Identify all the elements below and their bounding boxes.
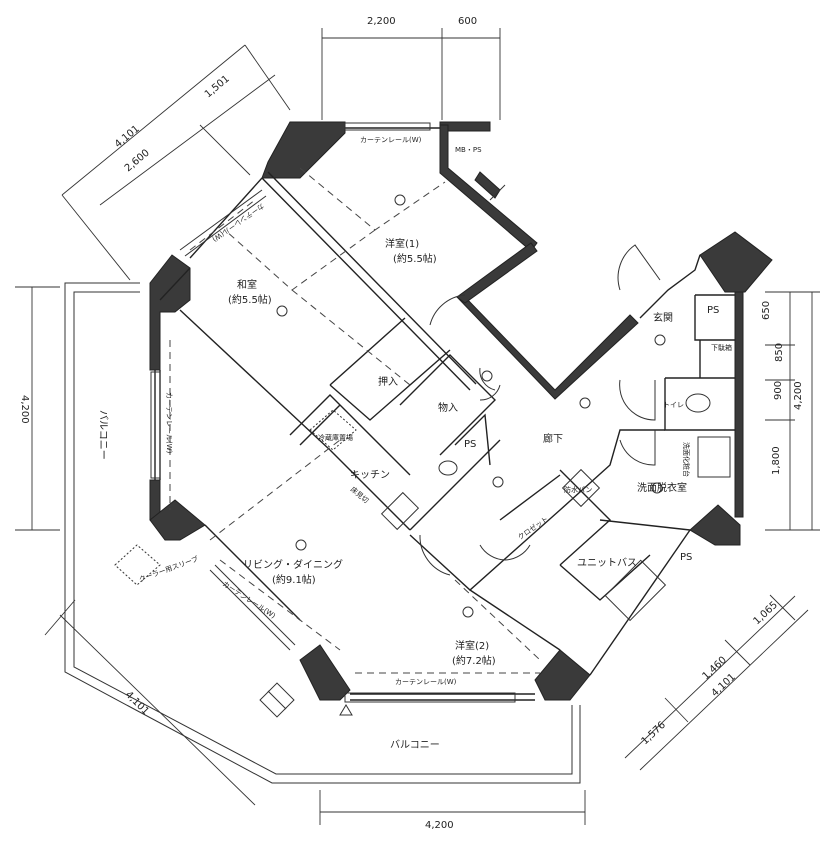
room-entrance: 玄関 — [653, 311, 673, 324]
light-icon — [481, 370, 493, 382]
room-western1-size: (約5.5帖) — [393, 252, 437, 265]
dim-br-1: 1,576 — [640, 720, 668, 748]
dim-br-3: 1,065 — [752, 600, 780, 628]
room-shoe-box: 下駄箱 — [711, 343, 732, 352]
room-unit-bath: ユニットバス — [577, 557, 637, 569]
room-western2-name: 洋室(2) — [455, 639, 489, 652]
bathtub-icon — [604, 559, 667, 622]
dim-diag-2: 1,501 — [203, 73, 232, 100]
marker-icon — [339, 704, 353, 716]
curtain-rail-label-top: カーテンレール(W) — [360, 136, 422, 144]
dim-right-3: 900 — [773, 381, 784, 400]
room-japanese-name: 和室 — [237, 278, 257, 291]
room-living-name: リビング・ダイニング — [243, 558, 343, 571]
waterproof-pan-icon — [561, 468, 601, 508]
room-closet: クロゼット — [516, 514, 550, 541]
fridge-space — [309, 409, 357, 451]
light-icon — [462, 606, 474, 618]
balcony-label-left: バルコニー — [97, 410, 109, 460]
light-icon — [579, 397, 591, 409]
room-waterproof-pan: 防水パン — [564, 485, 592, 494]
dim-top-1: 2,200 — [367, 16, 396, 27]
room-ps-entrance: PS — [707, 305, 719, 316]
dim-top-2: 600 — [458, 16, 477, 27]
sink-icon — [380, 491, 420, 531]
light-icon — [651, 482, 663, 494]
doors[interactable] — [419, 184, 661, 576]
dim-right-2: 850 — [774, 343, 785, 362]
dim-right-4: 1,800 — [771, 446, 782, 475]
light-icon — [492, 476, 504, 488]
light-icon — [654, 334, 666, 346]
room-western1-name: 洋室(1) — [385, 237, 419, 250]
dim-right-total: 4,200 — [793, 381, 804, 410]
room-ps-kitchen: PS — [464, 439, 476, 450]
toilet-icon — [685, 393, 711, 413]
light-icon — [394, 194, 406, 206]
dim-bottom: 4,200 — [425, 820, 454, 831]
light-icon — [276, 305, 288, 317]
room-japanese-size: (約5.5帖) — [228, 293, 272, 306]
room-oshiire: 押入 — [378, 375, 398, 388]
dim-right-1: 650 — [761, 301, 772, 320]
stove-icon — [438, 460, 458, 476]
room-vanity: 洗面化粧台 — [682, 442, 691, 477]
room-washroom: 洗面脱衣室 — [637, 481, 687, 494]
room-hallway: 廊下 — [543, 432, 563, 445]
room-living-size: (約9.1帖) — [272, 573, 316, 586]
light-icon — [295, 539, 307, 551]
ac-unit-box — [114, 544, 161, 586]
dim-diag-total: 4,101 — [113, 123, 142, 150]
dim-diag-1: 2,600 — [123, 147, 152, 174]
dim-bottom-left-diag: 4,101 — [123, 689, 151, 717]
room-mb-ps: MB・PS — [455, 146, 482, 154]
room-fridge: 冷蔵庫置場 — [318, 433, 353, 442]
curtain-rail-label-living: カーテンレール(W) — [221, 580, 277, 620]
label-cooler-sleeve: クーラー用スリーブ — [138, 554, 200, 584]
balcony-label-bottom: バルコニー — [390, 739, 440, 751]
room-western2-size: (約7.2帖) — [452, 654, 496, 667]
dim-left: 4,200 — [19, 395, 30, 424]
room-toilet: トイレ — [663, 401, 684, 409]
ceiling-outlines — [169, 167, 541, 674]
room-kitchen: キッチン — [350, 469, 390, 481]
curtain-rail-label-left: カーテンレール(W) — [165, 392, 173, 454]
exterior-walls — [149, 121, 773, 701]
fixtures — [114, 194, 711, 718]
interior-walls — [179, 171, 735, 651]
room-storage: 物入 — [438, 401, 458, 414]
room-ps-bath: PS — [680, 552, 692, 563]
curtain-rail-label-bottom: カーテンレール(W) — [395, 678, 457, 686]
balcony-outline — [64, 282, 581, 784]
windows[interactable] — [150, 122, 516, 703]
